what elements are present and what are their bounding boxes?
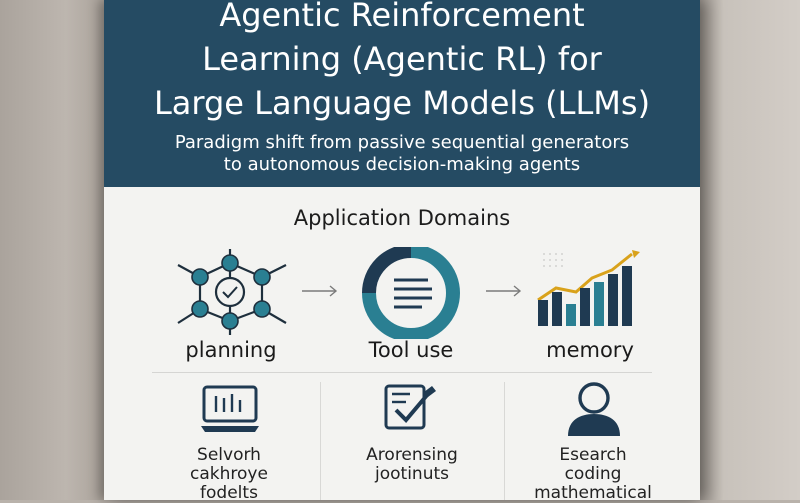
document-ring-icon [362, 247, 460, 339]
bottom-text-3-line-3: mathematical [534, 483, 652, 503]
monitor-icon [201, 385, 259, 432]
network-graph-icon [177, 249, 287, 335]
bar-chart-icon [537, 250, 640, 326]
column-divider [320, 382, 321, 500]
bottom-text-1-line-3: fodelts [200, 483, 258, 503]
bottom-text-3-line-2: coding [564, 464, 622, 484]
title-line-1: Agentic Reinforcement [219, 0, 585, 34]
column-divider [504, 382, 505, 500]
arrow-right-icon [302, 285, 338, 297]
domain-label-planning: planning [185, 338, 277, 362]
bottom-text-3: Esearch coding mathematical [518, 446, 668, 503]
domains-heading: Application Domains [293, 206, 511, 230]
title-line-2: Learning (Agentic RL) for [202, 40, 602, 78]
cover-header: Agentic Reinforcement Learning (Agentic … [104, 0, 700, 187]
person-icon [568, 382, 620, 436]
title-line-3: Large Language Models (LLMs) [153, 84, 651, 122]
bottom-text-1: Selvorh cakhroye fodelts [154, 446, 304, 503]
subtitle-line-1: Paradigm shift from passive sequential g… [174, 132, 630, 153]
arrow-right-icon [486, 285, 522, 297]
background-left [0, 0, 110, 500]
bottom-text-2-line-1: Arorensing [366, 445, 458, 465]
domain-label-tool-use: Tool use [368, 338, 454, 362]
bottom-text-1-line-2: cakhroye [190, 464, 268, 484]
section-divider [152, 372, 652, 373]
book-cover: Agentic Reinforcement Learning (Agentic … [104, 0, 700, 503]
bottom-text-2: Arorensing jootinuts [337, 446, 487, 484]
background-right [698, 0, 800, 500]
checklist-icon [384, 384, 436, 430]
subtitle-line-2: to autonomous decision-making agents [223, 154, 581, 175]
bottom-text-3-line-1: Esearch [559, 445, 627, 465]
bottom-text-2-line-2: jootinuts [375, 464, 449, 484]
bottom-text-1-line-1: Selvorh [197, 445, 261, 465]
domain-label-memory: memory [546, 338, 634, 362]
subtitle: Paradigm shift from passive sequential g… [104, 132, 700, 176]
